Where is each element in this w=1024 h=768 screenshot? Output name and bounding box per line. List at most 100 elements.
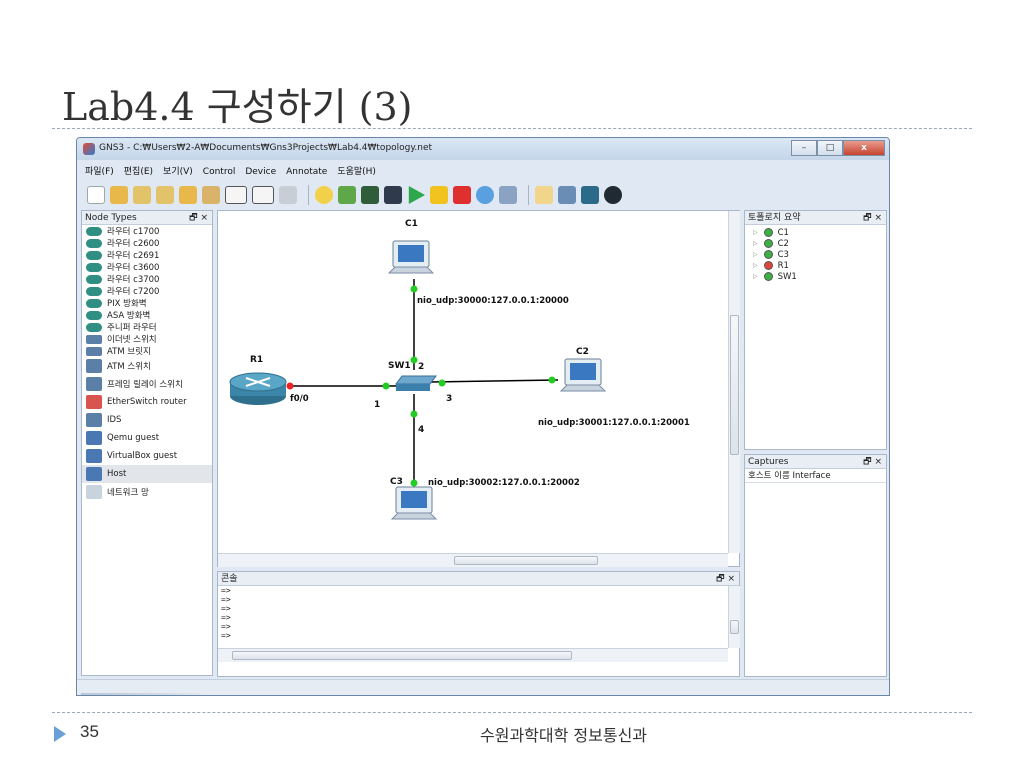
menu-file[interactable]: 파일(F) (85, 167, 114, 177)
menu-help[interactable]: 도움말(H) (337, 167, 376, 177)
topology-summary-item[interactable]: ▷C1 (745, 227, 886, 238)
node-label-c2: C2 (576, 347, 589, 357)
menu-edit[interactable]: 편집(E) (123, 167, 154, 177)
show-hostnames-icon[interactable] (252, 186, 274, 204)
save-as-icon[interactable] (156, 186, 174, 204)
node-type-item[interactable]: Qemu guest (82, 429, 212, 447)
add-note-icon[interactable] (535, 186, 553, 204)
node-type-item[interactable]: 주니퍼 라우터 (82, 321, 212, 333)
node-type-item[interactable]: 라우터 c3600 (82, 261, 212, 273)
close-button[interactable]: x (843, 140, 885, 156)
link-label-r1: f0/0 (290, 394, 309, 404)
add-link-icon[interactable] (279, 186, 297, 204)
expand-arrow-icon[interactable]: ▷ (753, 240, 758, 247)
panel-float-close-icon[interactable]: 🗗 × (189, 213, 208, 223)
expand-arrow-icon[interactable]: ▷ (753, 229, 758, 236)
snapshot-icon[interactable] (202, 186, 220, 204)
save-icon[interactable] (133, 186, 151, 204)
node-type-item[interactable]: ATM 브릿지 (82, 345, 212, 357)
c1-keyboard-icon (387, 266, 435, 274)
console-header: 콘솔 🗗 × (218, 572, 739, 586)
router-icon (86, 262, 102, 272)
canvas-vertical-scrollbar[interactable] (728, 211, 740, 553)
captures-column-headers[interactable]: 호스트 이름 Interface (745, 469, 886, 483)
panel-float-close-icon[interactable]: 🗗 × (716, 574, 735, 584)
node-type-item[interactable]: 라우터 c2600 (82, 237, 212, 249)
suspend-icon[interactable] (430, 186, 448, 204)
node-type-item[interactable]: 라우터 c2691 (82, 249, 212, 261)
node-type-item[interactable]: ATM 스위치 (82, 357, 212, 375)
node-type-item[interactable]: IDS (82, 411, 212, 429)
topology-summary-item[interactable]: ▷R1 (745, 260, 886, 271)
show-interface-labels-icon[interactable] (225, 186, 247, 204)
node-type-item[interactable]: 네트워크 망 (82, 483, 212, 501)
node-type-item[interactable]: 프레임 릴레이 스위치 (82, 375, 212, 393)
node-type-item[interactable]: 이더넷 스위치 (82, 333, 212, 345)
console-output[interactable]: => => => => => => (218, 586, 739, 640)
topology-summary-header: 토폴로지 요약 🗗 × (745, 211, 886, 225)
node-type-item[interactable]: 라우터 c7200 (82, 285, 212, 297)
c3-screen-icon (401, 491, 427, 508)
node-type-item[interactable]: 라우터 c3700 (82, 273, 212, 285)
project-folder-icon[interactable] (179, 186, 197, 204)
menu-view[interactable]: 보기(V) (163, 167, 193, 177)
console-hscroll-thumb[interactable] (232, 651, 572, 660)
open-folder-icon[interactable] (110, 186, 128, 204)
switch-front-icon (396, 384, 430, 391)
node-type-item[interactable]: ASA 방화벽 (82, 309, 212, 321)
insert-picture-icon[interactable] (558, 186, 576, 204)
switch-icon[interactable] (395, 375, 437, 385)
menu-device[interactable]: Device (245, 167, 277, 177)
link-sw1-c2[interactable] (429, 379, 559, 383)
toolbar-separator (528, 185, 529, 205)
panel-float-close-icon[interactable]: 🗗 × (863, 213, 882, 223)
node-type-item[interactable]: EtherSwitch router (82, 393, 212, 411)
draw-ellipse-icon[interactable] (604, 186, 622, 204)
node-type-item[interactable]: PIX 방화벽 (82, 297, 212, 309)
panel-float-close-icon[interactable]: 🗗 × (863, 457, 882, 467)
reload-icon[interactable] (476, 186, 494, 204)
node-type-label: 라우터 c1700 (107, 227, 160, 237)
new-file-icon[interactable] (87, 186, 105, 204)
canvas-vscroll-thumb[interactable] (730, 315, 739, 455)
node-type-item[interactable]: Host (82, 465, 212, 483)
canvas-hscroll-thumb[interactable] (454, 556, 598, 565)
node-type-label: 라우터 c3600 (107, 263, 160, 273)
window-titlebar[interactable]: GNS3 - C:₩Users₩2-A₩Documents₩Gns3Projec… (77, 138, 889, 160)
minimize-button[interactable]: – (791, 140, 817, 156)
canvas-horizontal-scrollbar[interactable] (218, 553, 728, 567)
expand-arrow-icon[interactable]: ▷ (753, 273, 758, 280)
start-icon[interactable] (408, 186, 425, 204)
console-vscroll-thumb[interactable] (730, 620, 739, 634)
menu-annotate[interactable]: Annotate (286, 167, 328, 177)
stop-icon[interactable] (453, 186, 471, 204)
topology-summary-item[interactable]: ▷SW1 (745, 271, 886, 282)
link-label-c2: nio_udp:30001:127.0.0.1:20001 (538, 418, 690, 428)
expand-arrow-icon[interactable]: ▷ (753, 262, 758, 269)
node-type-label: PIX 방화벽 (107, 299, 147, 309)
menu-control[interactable]: Control (202, 167, 236, 177)
link-label-c1: nio_udp:30000:127.0.0.1:20000 (417, 296, 569, 306)
console-horizontal-scrollbar[interactable] (218, 648, 728, 662)
firewall-icon (86, 298, 102, 308)
clock-icon[interactable] (315, 186, 333, 204)
terminal-icon[interactable] (384, 186, 402, 204)
maximize-button[interactable]: □ (817, 140, 843, 156)
node-type-item[interactable]: 라우터 c1700 (82, 225, 212, 237)
topology-summary-item[interactable]: ▷C3 (745, 249, 886, 260)
virtualbox-icon[interactable] (499, 186, 517, 204)
router-icon (86, 250, 102, 260)
node-type-label: 라우터 c3700 (107, 275, 160, 285)
console-icon[interactable] (361, 186, 379, 204)
console-vertical-scrollbar[interactable] (728, 586, 740, 648)
idlepc-icon[interactable] (338, 186, 356, 204)
expand-arrow-icon[interactable]: ▷ (753, 251, 758, 258)
console-line: => (221, 613, 231, 622)
draw-rectangle-icon[interactable] (581, 186, 599, 204)
topology-diagram[interactable]: C1C2C3R1SW1nio_udp:30000:127.0.0.1:20000… (218, 211, 728, 553)
status-dot-icon (763, 261, 773, 270)
topology-summary-item[interactable]: ▷C2 (745, 238, 886, 249)
node-type-item[interactable]: VirtualBox guest (82, 447, 212, 465)
